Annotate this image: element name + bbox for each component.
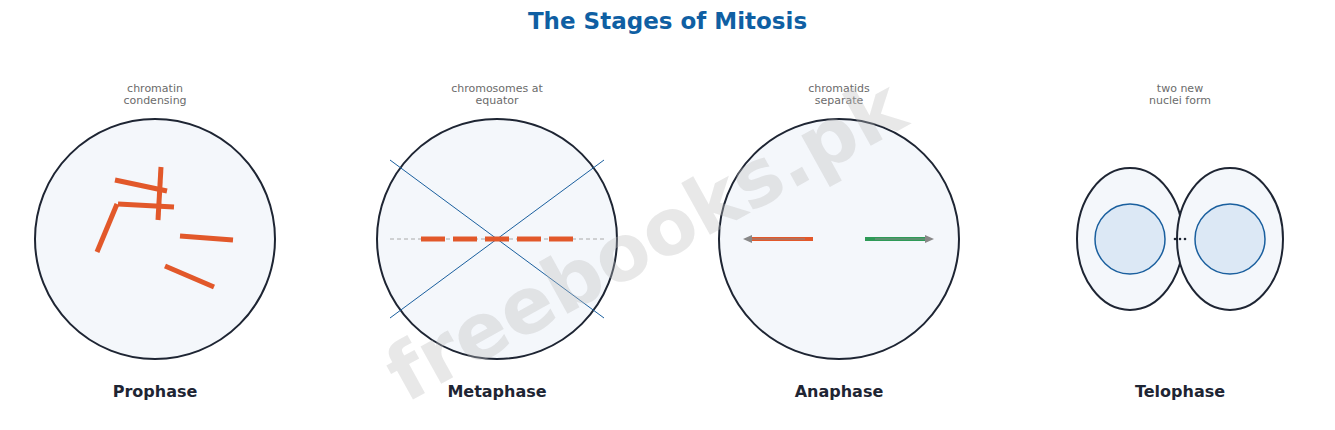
stage-name: Prophase bbox=[34, 382, 276, 401]
stage-name: Anaphase bbox=[718, 382, 960, 401]
cell-stage: two new nuclei formTelophase bbox=[1059, 80, 1301, 405]
stage-name: Metaphase bbox=[376, 382, 618, 401]
watermark: freebooks.pk bbox=[361, 55, 929, 425]
cell-stage: chromatids separateAnaphase bbox=[718, 80, 960, 405]
stage-caption: chromosomes at equator bbox=[450, 83, 545, 107]
stage-name: Telophase bbox=[1059, 382, 1301, 401]
diagram-title: The Stages of Mitosis bbox=[0, 8, 1335, 34]
stage-caption: chromatids separate bbox=[804, 83, 874, 107]
cell-outline bbox=[718, 118, 960, 360]
cell-stage: chromosomes at equatorMetaphase bbox=[376, 80, 618, 405]
cell-outline bbox=[1059, 118, 1301, 360]
cell-outline bbox=[34, 118, 276, 360]
cell-outline bbox=[376, 118, 618, 360]
stage-caption: chromatin condensing bbox=[120, 83, 190, 107]
cell-stage: chromatin condensingProphase bbox=[34, 80, 276, 405]
stage-caption: two new nuclei form bbox=[1149, 83, 1211, 107]
